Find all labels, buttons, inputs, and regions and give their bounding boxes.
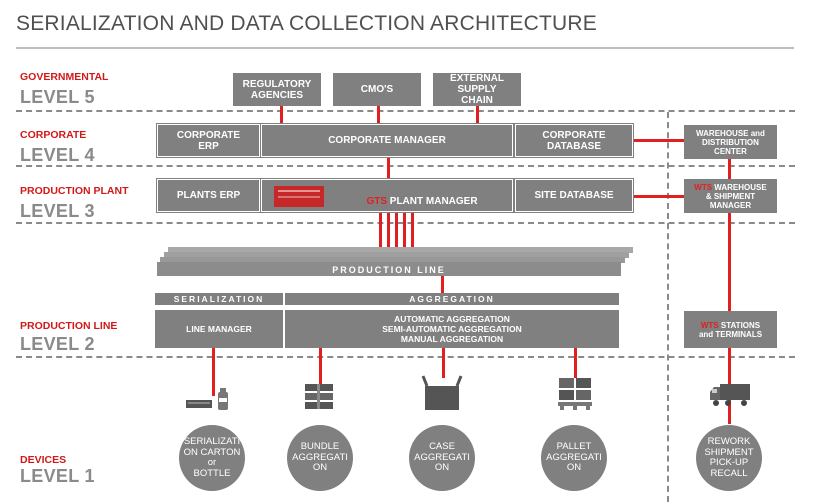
- connector-bundle-device: [319, 348, 322, 388]
- conveyor-strip-3: [160, 257, 625, 263]
- level4-label: LEVEL 4: [20, 145, 95, 165]
- pallet-icon: [558, 378, 592, 410]
- level5-label: LEVEL 5: [20, 87, 95, 107]
- connector-plant-line-5: [411, 212, 414, 260]
- level3-category: PRODUCTION PLANT: [20, 185, 129, 197]
- wts-prefix-warehouse: WTS: [694, 182, 713, 192]
- connector-corp-plant: [387, 157, 390, 179]
- gts-prefix: GTS: [366, 195, 387, 207]
- site-database-box: SITE DATABASE: [514, 178, 634, 213]
- level2-label: LEVEL 2: [20, 334, 95, 354]
- production-line-label: PRODUCTION LINE: [332, 265, 446, 275]
- connector-site-wts: [633, 195, 685, 198]
- plant-manager-box: GTS PLANT MANAGER: [260, 178, 514, 213]
- connector-line-aggregation: [441, 276, 444, 296]
- device-bundle-circle: BUNDLE AGGREGATI ON: [287, 425, 353, 491]
- corporate-erp-box: CORPORATE ERP: [156, 123, 261, 158]
- aggregation-header: AGGREGATION: [285, 293, 619, 305]
- connector-plant-line-4: [403, 212, 406, 260]
- gts-logo-icon: [274, 186, 324, 207]
- serialization-printer-icon: [186, 388, 228, 410]
- corporate-database-box: CORPORATE DATABASE: [514, 123, 634, 158]
- line-manager-box: LINE MANAGER: [155, 310, 283, 348]
- conveyor-strip-front: [157, 262, 621, 276]
- connector-pallet-device: [574, 348, 577, 378]
- bundle-icon: [305, 384, 333, 409]
- level5-category: GOVERNMENTAL: [20, 71, 109, 83]
- separator-level2-1: [16, 356, 795, 358]
- device-case-circle: CASE AGGREGATI ON: [409, 425, 475, 491]
- wts-stations-box: WTS STATIONS and TERMINALS: [684, 311, 777, 348]
- plants-erp-box: PLANTS ERP: [156, 178, 261, 213]
- page-title: SERIALIZATION AND DATA COLLECTION ARCHIT…: [16, 12, 597, 35]
- connector-plant-line-3: [395, 212, 398, 260]
- truck-icon: [710, 384, 750, 406]
- warehouse-distribution-box: WAREHOUSE and DISTRIBUTION CENTER: [684, 125, 777, 159]
- connector-external: [476, 106, 479, 128]
- external-supply-chain-box: EXTERNAL SUPPLY CHAIN: [433, 73, 521, 106]
- connector-warehouse-wts: [728, 157, 731, 181]
- wts-warehouse-label: WAREHOUSE & SHIPMENT MANAGER: [705, 182, 767, 210]
- warehouse-column-separator: [667, 112, 669, 502]
- level3-label: LEVEL 3: [20, 201, 95, 221]
- connector-plant-line-1: [379, 212, 382, 260]
- serialization-header: SERIALIZATION: [155, 293, 283, 305]
- connector-serialization-device: [212, 348, 215, 396]
- connector-wts-stations: [728, 212, 731, 312]
- level1-label: LEVEL 1: [20, 466, 95, 486]
- wts-warehouse-shipment-box: WTS WAREHOUSE & SHIPMENT MANAGER: [684, 179, 777, 213]
- connector-regulatory: [280, 106, 283, 128]
- level2-category: PRODUCTION LINE: [20, 320, 118, 332]
- cmo-box: CMO'S: [333, 73, 421, 106]
- level4-category: CORPORATE: [20, 129, 87, 141]
- case-icon: [421, 375, 463, 410]
- regulatory-agencies-box: REGULATORY AGENCIES: [233, 73, 321, 106]
- corporate-manager-box: CORPORATE MANAGER: [260, 123, 514, 158]
- wts-stations-label: STATIONS and TERMINALS: [698, 320, 763, 339]
- plant-manager-label: PLANT MANAGER: [387, 195, 478, 207]
- conveyor-strip-back: [168, 247, 633, 253]
- device-serialization-circle: SERIALIZATI ON CARTON or BOTTLE: [179, 425, 245, 491]
- device-rework-circle: REWORK SHIPMENT PICK-UP RECALL: [696, 425, 762, 491]
- connector-plant-line-2: [387, 212, 390, 260]
- device-pallet-circle: PALLET AGGREGATI ON: [541, 425, 607, 491]
- separator-level4-3: [16, 165, 795, 167]
- aggregation-modes-box: AUTOMATIC AGGREGATION SEMI-AUTOMATIC AGG…: [285, 310, 619, 348]
- conveyor-strip-2: [164, 252, 629, 258]
- separator-level5-4: [16, 110, 795, 112]
- level1-category: DEVICES: [20, 454, 67, 466]
- connector-corp-warehouse: [633, 139, 685, 142]
- connector-cmo: [377, 106, 380, 128]
- title-rule: [16, 47, 794, 49]
- connector-case-device: [442, 348, 445, 378]
- wts-prefix-stations: WTS: [700, 320, 719, 330]
